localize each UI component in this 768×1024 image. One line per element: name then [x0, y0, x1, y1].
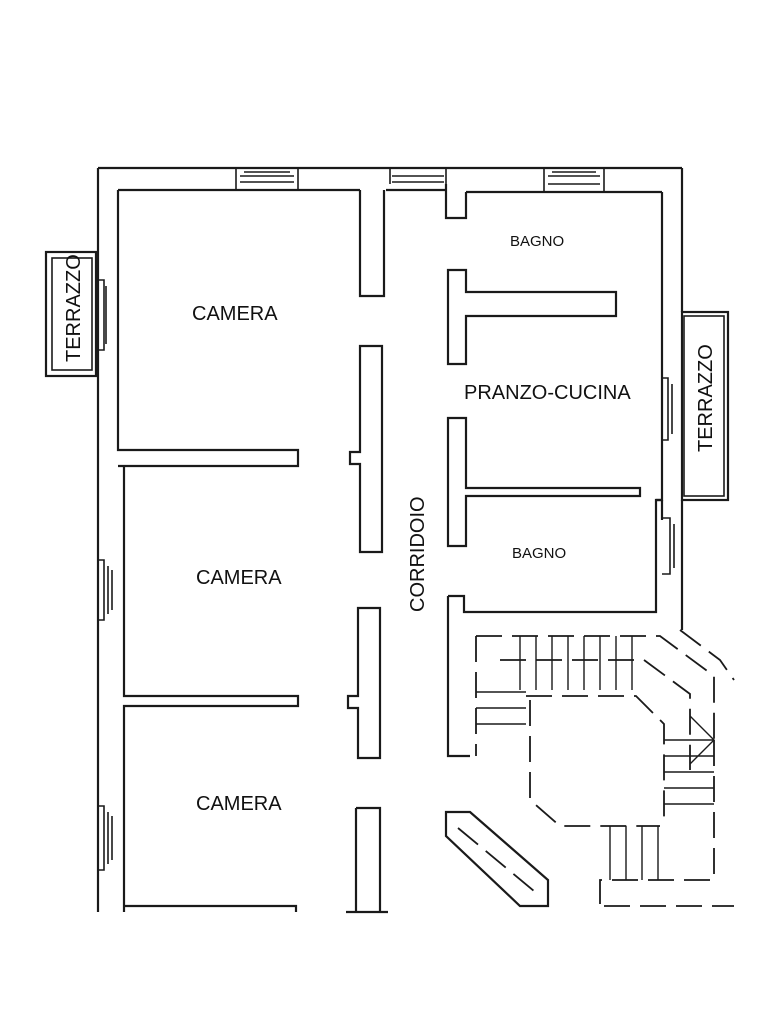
label-terrazzo-left: TERRAZZO — [63, 254, 85, 362]
label-corridoio: CORRIDOIO — [407, 496, 429, 612]
top-windows — [235, 168, 605, 192]
outer-walls — [96, 166, 684, 912]
terrace-left — [44, 250, 98, 378]
corridor-walls — [346, 344, 388, 914]
terrace-right — [680, 310, 730, 502]
label-camera-top: CAMERA — [192, 303, 278, 325]
label-camera-bottom: CAMERA — [196, 793, 282, 815]
label-terrazzo-right: TERRAZZO — [695, 344, 717, 452]
diagonal-wall — [444, 810, 550, 908]
label-pranzo-cucina: PRANZO-CUCINA — [464, 382, 631, 404]
label-bagno-top: BAGNO — [510, 233, 564, 250]
stairwell — [475, 629, 735, 907]
left-rooms — [98, 190, 386, 912]
label-bagno-bottom: BAGNO — [512, 545, 566, 562]
label-camera-mid: CAMERA — [196, 567, 282, 589]
room-labels: TERRAZZO CAMERA CAMERA CAMERA BAGNO PRAN… — [63, 233, 717, 815]
right-rooms — [444, 184, 675, 758]
